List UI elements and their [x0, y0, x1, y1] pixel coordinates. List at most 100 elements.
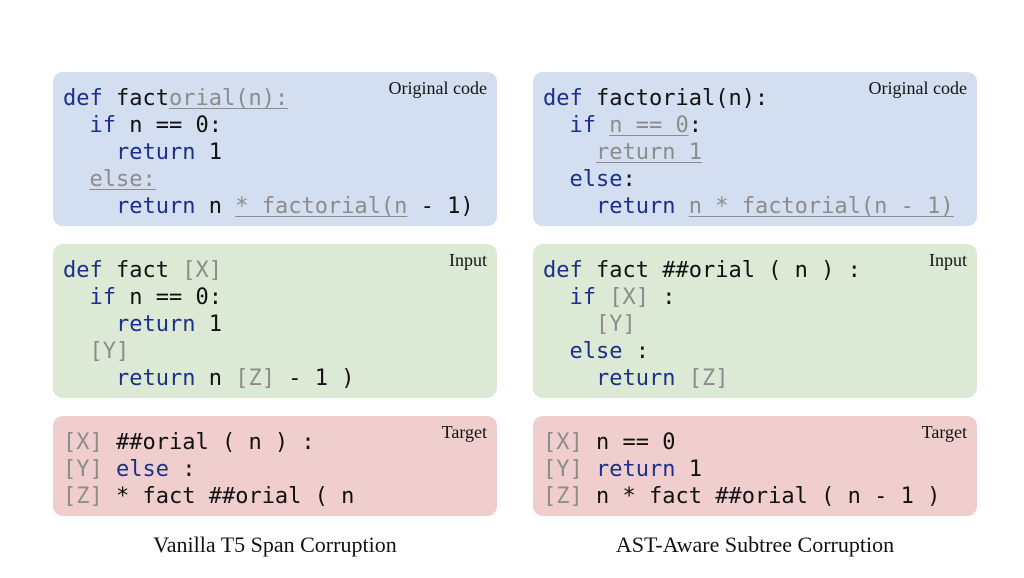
- code-line: return n * factorial(n - 1): [543, 193, 954, 220]
- code-keyword: return: [596, 457, 676, 482]
- box-label: Input: [449, 250, 487, 270]
- code-keyword: return: [115, 140, 196, 165]
- mask-placeholder: [X]: [543, 430, 583, 455]
- code-text: ##orial ( n ) :: [102, 430, 315, 455]
- code-text: 1: [195, 312, 222, 337]
- column-caption: Vanilla T5 Span Corruption: [153, 532, 397, 557]
- code-text: [543, 113, 570, 138]
- code-keyword: def: [63, 258, 103, 283]
- code-line: if n == 0:: [63, 284, 354, 311]
- code-text: :: [688, 113, 702, 138]
- code-line: [Y] return 1: [543, 456, 940, 483]
- code-line: [X] ##orial ( n ) :: [63, 429, 354, 456]
- mask-placeholder: [Z]: [543, 484, 583, 509]
- code-line: else:: [63, 166, 474, 193]
- box-label: Original code: [868, 78, 967, 98]
- target-box: Target [X] ##orial ( n ) :[Y] else :[Z] …: [53, 416, 497, 516]
- input-box: Input def fact [X] if n == 0: return 1 […: [53, 244, 497, 398]
- code-block: def fact ##orial ( n ) : if [X] : [Y] el…: [543, 257, 861, 392]
- original-code-box: Original code def factorial(n): if n == …: [533, 72, 977, 226]
- code-line: return 1: [543, 139, 954, 166]
- code-line: if [X] :: [543, 284, 861, 311]
- box-label: Original code: [388, 78, 487, 98]
- code-text: [596, 113, 609, 138]
- code-text: n * fact ##orial ( n - 1 ): [582, 484, 941, 509]
- input-box: Input def fact ##orial ( n ) : if [X] : …: [533, 244, 977, 398]
- code-line: def factorial(n):: [63, 85, 474, 112]
- code-keyword: return: [115, 194, 196, 219]
- mask-placeholder: [Z]: [235, 366, 275, 391]
- code-line: return 1: [63, 311, 354, 338]
- mask-placeholder: [Z]: [688, 366, 729, 391]
- code-text: [543, 167, 570, 192]
- masked-span: n * factorial(n - 1): [688, 194, 954, 219]
- mask-placeholder: [X]: [63, 430, 103, 455]
- code-text: [675, 194, 688, 219]
- code-text: 1: [195, 140, 222, 165]
- code-text: [543, 285, 570, 310]
- code-text: :: [649, 285, 676, 310]
- code-keyword: else: [569, 339, 623, 364]
- column-caption: AST-Aware Subtree Corruption: [615, 532, 895, 557]
- mask-placeholder: [Y]: [89, 339, 130, 364]
- code-block: def factorial(n): if n == 0: return 1 el…: [543, 85, 954, 220]
- code-keyword: return: [595, 194, 676, 219]
- mask-placeholder: [Y]: [63, 457, 103, 482]
- mask-placeholder: [Y]: [543, 457, 583, 482]
- code-line: return n * factorial(n - 1): [63, 193, 474, 220]
- code-line: [X] n == 0: [543, 429, 940, 456]
- code-keyword: def: [543, 86, 583, 111]
- code-text: :: [622, 339, 649, 364]
- code-text: [63, 167, 90, 192]
- code-keyword: else: [569, 167, 623, 192]
- code-block: [X] n == 0[Y] return 1[Z] n * fact ##ori…: [543, 429, 940, 510]
- code-text: [63, 113, 90, 138]
- code-text: [543, 140, 596, 165]
- code-text: n == 0: [582, 430, 676, 455]
- code-text: [63, 194, 116, 219]
- masked-span: n == 0: [609, 113, 689, 138]
- code-text: n: [195, 366, 236, 391]
- mask-placeholder: [Z]: [63, 484, 103, 509]
- code-line: else:: [543, 166, 954, 193]
- code-line: [Y]: [63, 338, 354, 365]
- code-line: return 1: [63, 139, 474, 166]
- code-text: [543, 194, 596, 219]
- code-line: [Z] n * fact ##orial ( n - 1 ): [543, 483, 940, 510]
- original-code-box: Original code def factorial(n): if n == …: [53, 72, 497, 226]
- mask-placeholder: [Y]: [595, 312, 636, 337]
- code-keyword: def: [63, 86, 103, 111]
- masked-span: * factorial(n: [235, 194, 408, 219]
- code-line: else :: [543, 338, 861, 365]
- code-keyword: def: [543, 258, 583, 283]
- code-keyword: else: [116, 457, 169, 482]
- code-text: [543, 339, 570, 364]
- masked-span: return 1: [595, 140, 702, 165]
- code-text: fact ##orial ( n ) :: [582, 258, 861, 283]
- code-text: [596, 285, 609, 310]
- code-text: n: [195, 194, 236, 219]
- code-line: [Z] * fact ##orial ( n: [63, 483, 354, 510]
- code-text: [675, 366, 688, 391]
- code-line: [Y] else :: [63, 456, 354, 483]
- code-keyword: if: [89, 285, 117, 310]
- code-line: if n == 0:: [543, 112, 954, 139]
- code-line: def factorial(n):: [543, 85, 954, 112]
- code-text: fact: [102, 258, 183, 283]
- code-block: def fact [X] if n == 0: return 1 [Y] ret…: [63, 257, 354, 392]
- mask-placeholder: [X]: [182, 258, 222, 283]
- code-text: n == 0:: [116, 285, 222, 310]
- code-text: factorial(n):: [582, 86, 769, 111]
- box-label: Target: [441, 422, 487, 442]
- masked-span: else:: [89, 167, 156, 192]
- code-keyword: return: [115, 366, 196, 391]
- code-text: - 1): [407, 194, 474, 219]
- code-text: :: [168, 457, 196, 482]
- code-keyword: return: [595, 366, 676, 391]
- code-block: [X] ##orial ( n ) :[Y] else :[Z] * fact …: [63, 429, 354, 510]
- code-line: def fact ##orial ( n ) :: [543, 257, 861, 284]
- box-label: Target: [921, 422, 967, 442]
- code-keyword: if: [569, 285, 597, 310]
- code-line: return n [Z] - 1 ): [63, 365, 354, 392]
- code-line: return [Z]: [543, 365, 861, 392]
